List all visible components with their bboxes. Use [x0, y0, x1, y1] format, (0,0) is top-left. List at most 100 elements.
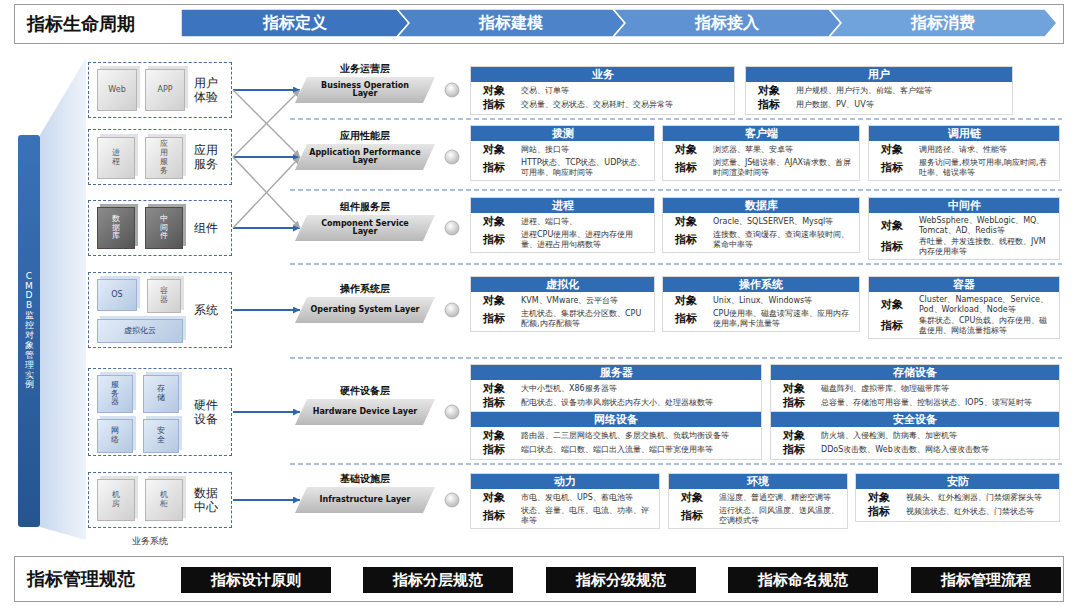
row-value: WebSsphere、WebLogic、MQ、Tomcat、AD、Redis等: [919, 216, 1053, 235]
panel-body: 对象浏览器、苹果、安卓等指标浏览量、JS错误率、AJAX请求数、首屏时间渲染时间…: [663, 141, 859, 180]
row-label: 对象: [675, 144, 709, 156]
row-value: 进程、端口等、: [521, 217, 648, 227]
row-value: 网站、接口等: [521, 145, 648, 155]
row-value: 大中小型机、X86服务器等: [521, 384, 755, 394]
stage-chevron: 指标接入: [613, 9, 841, 37]
layer-text: 操作系统层: [295, 283, 435, 295]
flow-arrow: [233, 227, 300, 229]
object-cube: 机房: [97, 479, 135, 521]
row-label: 指标: [881, 320, 915, 332]
frame-text: 指标管理规范: [27, 567, 135, 591]
row-label: 指标: [881, 241, 915, 253]
metric-panel: 进程对象进程、端口等、指标进程CPU使用率、进程内存使用量、进程占用句柄数等: [470, 197, 655, 253]
object-cube: 数据库: [97, 207, 135, 249]
metric-panel: 环境对象温湿度、普通空调、精密空调等指标运行状态、回风温度、送风温度、空调模式等: [668, 473, 848, 529]
row-label: 对象: [681, 492, 715, 504]
row-label: 指标: [675, 234, 709, 246]
standard-box: 指标管理流程: [911, 567, 1061, 593]
row-value: 视频流状态、红外状态、门禁状态等: [906, 507, 1053, 517]
metric-panel: 虚拟化对象KVM、VMware、云平台等指标主机状态、集群状态分区数、CPU配额…: [470, 276, 655, 332]
row-label: 对象: [483, 383, 517, 395]
metric-panel: 网络设备对象路由器、二三层网络交换机、多层交换机、负载均衡设备等指标端口状态、端…: [470, 411, 762, 460]
metric-panel: 安全设备对象防火墙、入侵检测、防病毒、加密机等指标DDoS攻击数、Web攻击数、…: [770, 411, 1060, 460]
object-cube: 虚拟化云: [97, 319, 183, 343]
flow-arrow: [233, 89, 300, 91]
panel-body: 对象Oracle、SQLSERVER、Mysql等指标连接数、查询缓存、查询速率…: [663, 213, 859, 252]
black-text: 指标命名规范: [758, 571, 848, 590]
row-label: 对象: [483, 85, 517, 97]
cube-text: 中间件: [160, 215, 168, 241]
metric-panel: 客户端对象浏览器、苹果、安卓等指标浏览量、JS错误率、AJAX请求数、首屏时间渲…: [662, 125, 860, 181]
panel-body: 对象Cluster、Namespace、Service、Pod、Workload…: [869, 292, 1059, 338]
standard-box: 指标分层规范: [363, 567, 513, 593]
cross-arrow: [233, 157, 300, 228]
row-value: 防火墙、入侵检测、防病毒、加密机等: [821, 431, 1053, 441]
object-cube: 安全: [143, 419, 179, 453]
row-label: 指标: [483, 397, 517, 409]
row-value: 服务访问量,模块可用率,响应时间,吞吐率、错误率等: [919, 158, 1053, 177]
layer-text: 组件服务层: [295, 201, 435, 213]
object-cube: 存储: [143, 375, 179, 413]
panel-header: 动力: [471, 474, 659, 489]
chev-text: 指标定义: [181, 9, 409, 37]
panel-header: 容器: [869, 277, 1059, 292]
panel-header: 拨测: [471, 126, 654, 141]
row-label: 指标: [868, 506, 902, 518]
row-label: 对象: [483, 295, 517, 307]
row-label: 指标: [681, 510, 715, 522]
flow-arrow: [233, 309, 300, 311]
parallelogram-fill: [295, 77, 435, 103]
row-value: 状态、容量、电压、电流、功率、评率等: [521, 506, 653, 525]
chev-text: 指标建模: [397, 9, 625, 37]
row-label: 指标: [483, 510, 517, 522]
row-value: 集群状态、CPU负载、内存使用、磁盘使用、网络流量指标等: [919, 316, 1053, 335]
row-value: 视频头、红外检测器、门禁烟雾探头等: [906, 493, 1053, 503]
parallelogram-fill: [295, 487, 435, 513]
panel-header: 用户: [746, 67, 1012, 82]
object-cube: 进程: [97, 137, 135, 179]
row-value: 运行状态、回风温度、送风温度、空调模式等: [719, 506, 841, 525]
layer-text: Operating System Layer: [309, 297, 421, 323]
layer-label: 应用性能层Application Performance Layer: [295, 130, 435, 170]
row-separators: [290, 119, 1062, 464]
row-label: 对象: [783, 383, 817, 395]
row-label: 指标: [483, 444, 517, 456]
layer-text: Business Operation Layer: [309, 77, 421, 103]
row-dots: [445, 83, 459, 507]
layer-label: 业务运营层 Business Operation Layer: [295, 63, 435, 103]
parallelogram-fill: [295, 297, 435, 323]
object-cube: OS: [97, 279, 137, 311]
object-group: WebAPP用户体验: [88, 62, 232, 118]
panel-header: 安全设备: [771, 412, 1059, 427]
row-label: 对象: [881, 220, 915, 232]
panel-body: 对象磁盘阵列、虚拟带库、物理磁带库等指标总容量、存储池可用容量、控制器状态、IO…: [771, 380, 1059, 412]
cube-text: APP: [157, 86, 172, 95]
layer-text: Application Performance Layer: [309, 144, 421, 170]
cube-text: 服务器: [111, 381, 119, 407]
row-value: HTTP状态、TCP状态、UDP状态、可用率、响应时间等: [521, 158, 648, 177]
stage-chevron: 指标建模: [397, 9, 625, 37]
panel-header: 调用链: [869, 126, 1059, 141]
panel-body: 对象 WebSsphere、WebLogic、MQ、Tomcat、AD、Redis…: [869, 213, 1059, 259]
panel-body: 对象防火墙、入侵检测、防病毒、加密机等指标DDoS攻击数、Web攻击数、网络入侵…: [771, 427, 1059, 459]
row-value: 温湿度、普通空调、精密空调等: [719, 493, 841, 503]
row-label: 指标: [783, 397, 817, 409]
layer-label: 操作系统层 Operating System Layer: [295, 283, 435, 323]
group-text: 用户体验: [193, 76, 219, 105]
panel-body: 对象视频头、红外检测器、门禁烟雾探头等指标视频流状态、红外状态、门禁状态等: [856, 489, 1059, 521]
standard-box: 指标命名规范: [728, 567, 878, 593]
panel-header: 操作系统: [663, 277, 859, 292]
cube-text: 网络: [111, 427, 119, 445]
row-label: 指标: [483, 313, 517, 325]
row-value: 总容量、存储池可用容量、控制器状态、IOPS、读写延时等: [821, 398, 1053, 408]
panel-body: 对象大中小型机、X86服务器等指标配电状态、设备功率风扇状态内存大小、处理器核数…: [471, 380, 761, 412]
metric-panel: 容器对象Cluster、Namespace、Service、Pod、Worklo…: [868, 276, 1060, 339]
metric-panel: 操作系统对象Unix、Linux、Windows等指标CPU使用率、磁盘读写速率…: [662, 276, 860, 332]
panel-header: 存储设备: [771, 365, 1059, 380]
layer-text: Hardware Device Layer: [309, 399, 421, 425]
row-value: 进程CPU使用率、进程内存使用量、进程占用句柄数等: [521, 230, 648, 249]
layer-text: 业务运营层: [295, 63, 435, 75]
cube-text: 应用服务: [160, 140, 168, 175]
chev-text: 指标消费: [829, 9, 1057, 37]
row-label: 指标: [483, 99, 517, 111]
